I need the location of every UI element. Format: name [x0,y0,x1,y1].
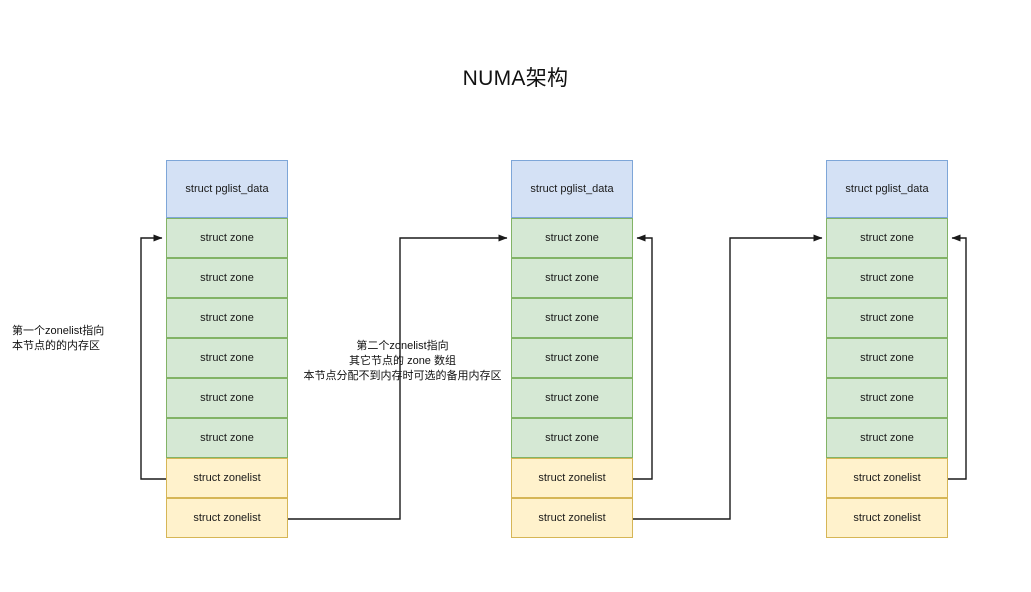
node-1-zonelist-cell-2: struct zonelist [166,498,288,538]
page-title: NUMA架构 [462,67,569,90]
node-2-zone-cell-2: struct zone [511,258,633,298]
annotation-second-zonelist: 第二个zonelist指向 其它节点的 zone 数组 本节点分配不到内存时可选… [290,339,515,384]
node-2-zone-cell-6: struct zone [511,418,633,458]
node-2-zone-cell-1: struct zone [511,218,633,258]
connector-node3-zonelist1-to-node3-zone [948,234,967,480]
node-3-zone-cell-1: struct zone [826,218,948,258]
node-2-zonelist-cell-1: struct zonelist [511,458,633,498]
node-1-pglist-data-cell: struct pglist_data [166,160,288,218]
node-1-zone-cell-3: struct zone [166,298,288,338]
node-1-zone-cell-2: struct zone [166,258,288,298]
node-2-zone-cell-4: struct zone [511,338,633,378]
node-1-zone-cell-5: struct zone [166,378,288,418]
node-2-zone-cell-5: struct zone [511,378,633,418]
annotation-first-zonelist: 第一个zonelist指向 本节点的的内存区 [12,324,104,354]
node-1-zone-cell-4: struct zone [166,338,288,378]
node-3-pglist-data-cell: struct pglist_data [826,160,948,218]
node-3-zone-cell-2: struct zone [826,258,948,298]
node-2-zone-cell-3: struct zone [511,298,633,338]
connector-node2-zonelist2-to-node3-zone [633,234,823,520]
node-3-zone-cell-3: struct zone [826,298,948,338]
node-3-zonelist-cell-1: struct zonelist [826,458,948,498]
connector-node2-zonelist1-to-node2-zone [633,234,653,480]
annotation-second-zonelist-line-2: 其它节点的 zone 数组 [349,355,456,367]
node-3-zonelist-cell-2: struct zonelist [826,498,948,538]
annotation-second-zonelist-line-3: 本节点分配不到内存时可选的备用内存区 [303,370,502,382]
annotation-second-zonelist-line-1: 第二个zonelist指向 [356,340,449,352]
connector-node1-zonelist1-to-node1-zone [140,234,166,480]
node-2-pglist-data-cell: struct pglist_data [511,160,633,218]
node-3-zone-cell-6: struct zone [826,418,948,458]
annotation-first-zonelist-line-1: 第一个zonelist指向 [12,325,105,337]
node-3-zone-cell-4: struct zone [826,338,948,378]
node-1-zone-cell-1: struct zone [166,218,288,258]
node-1-zone-cell-6: struct zone [166,418,288,458]
node-2-zonelist-cell-2: struct zonelist [511,498,633,538]
annotation-first-zonelist-line-2: 本节点的的内存区 [12,340,100,352]
node-1-zonelist-cell-1: struct zonelist [166,458,288,498]
node-3-zone-cell-5: struct zone [826,378,948,418]
